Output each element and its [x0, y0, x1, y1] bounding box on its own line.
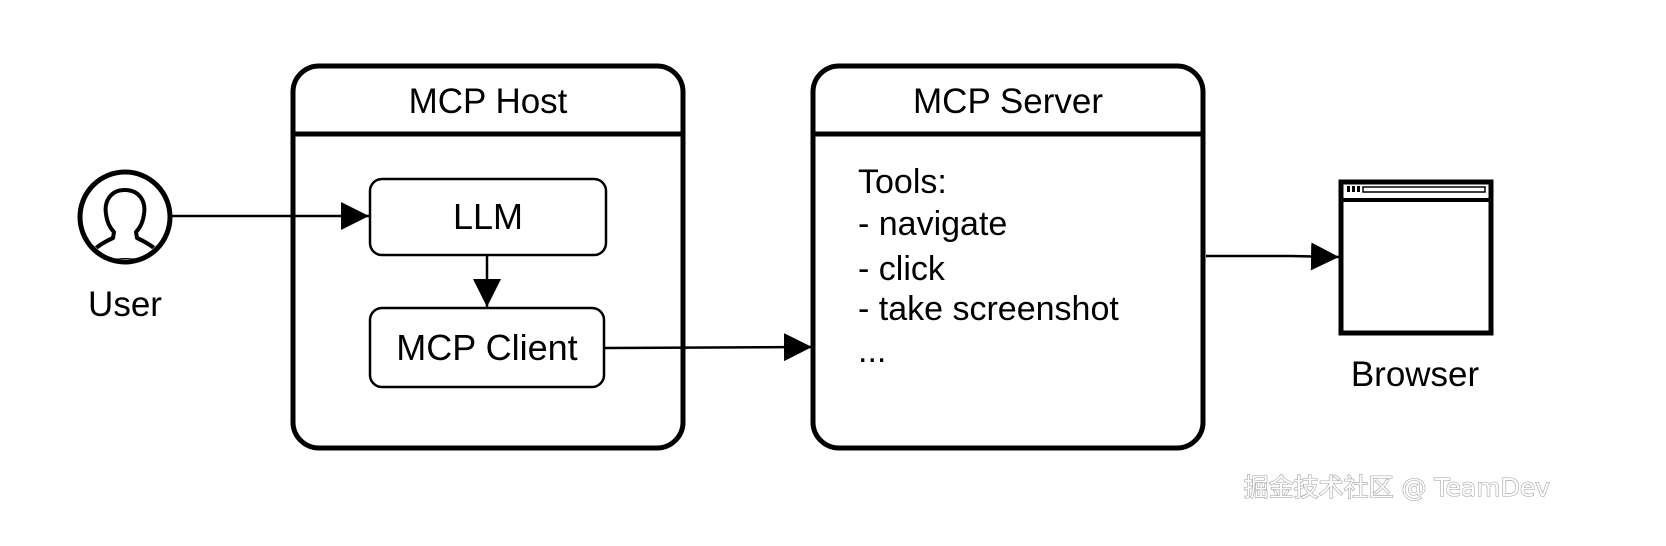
- arrow-client-to-server: [604, 333, 813, 362]
- user-node: User: [77, 169, 173, 324]
- tool-item-click: - click: [858, 250, 946, 288]
- mcp-client-box: MCP Client: [368, 306, 606, 389]
- user-label: User: [88, 285, 162, 324]
- mcp-host-title: MCP Host: [409, 82, 568, 121]
- tools-heading: Tools:: [858, 163, 947, 201]
- tools-list: Tools: - navigate - click - take screens…: [858, 163, 1119, 370]
- user-icon: [77, 169, 173, 265]
- llm-label: LLM: [453, 196, 523, 237]
- mcp-server-container: MCP Server Tools: - navigate - click - t…: [810, 63, 1206, 451]
- arrow-server-to-browser: [1206, 242, 1340, 271]
- mcp-client-label: MCP Client: [396, 327, 577, 368]
- browser-window-icon: [1338, 179, 1494, 336]
- tool-item-navigate: - navigate: [858, 205, 1007, 243]
- watermark-text: 掘金技术社区 @ TeamDev: [1244, 473, 1551, 502]
- mcp-server-title: MCP Server: [913, 82, 1103, 121]
- browser-label: Browser: [1351, 355, 1480, 394]
- connectors: [170, 202, 1340, 362]
- tool-item-take-screenshot: - take screenshot: [858, 290, 1119, 328]
- tool-item-ellipsis: ...: [858, 332, 886, 370]
- browser-node: Browser: [1338, 179, 1494, 394]
- llm-box: LLM: [368, 177, 608, 257]
